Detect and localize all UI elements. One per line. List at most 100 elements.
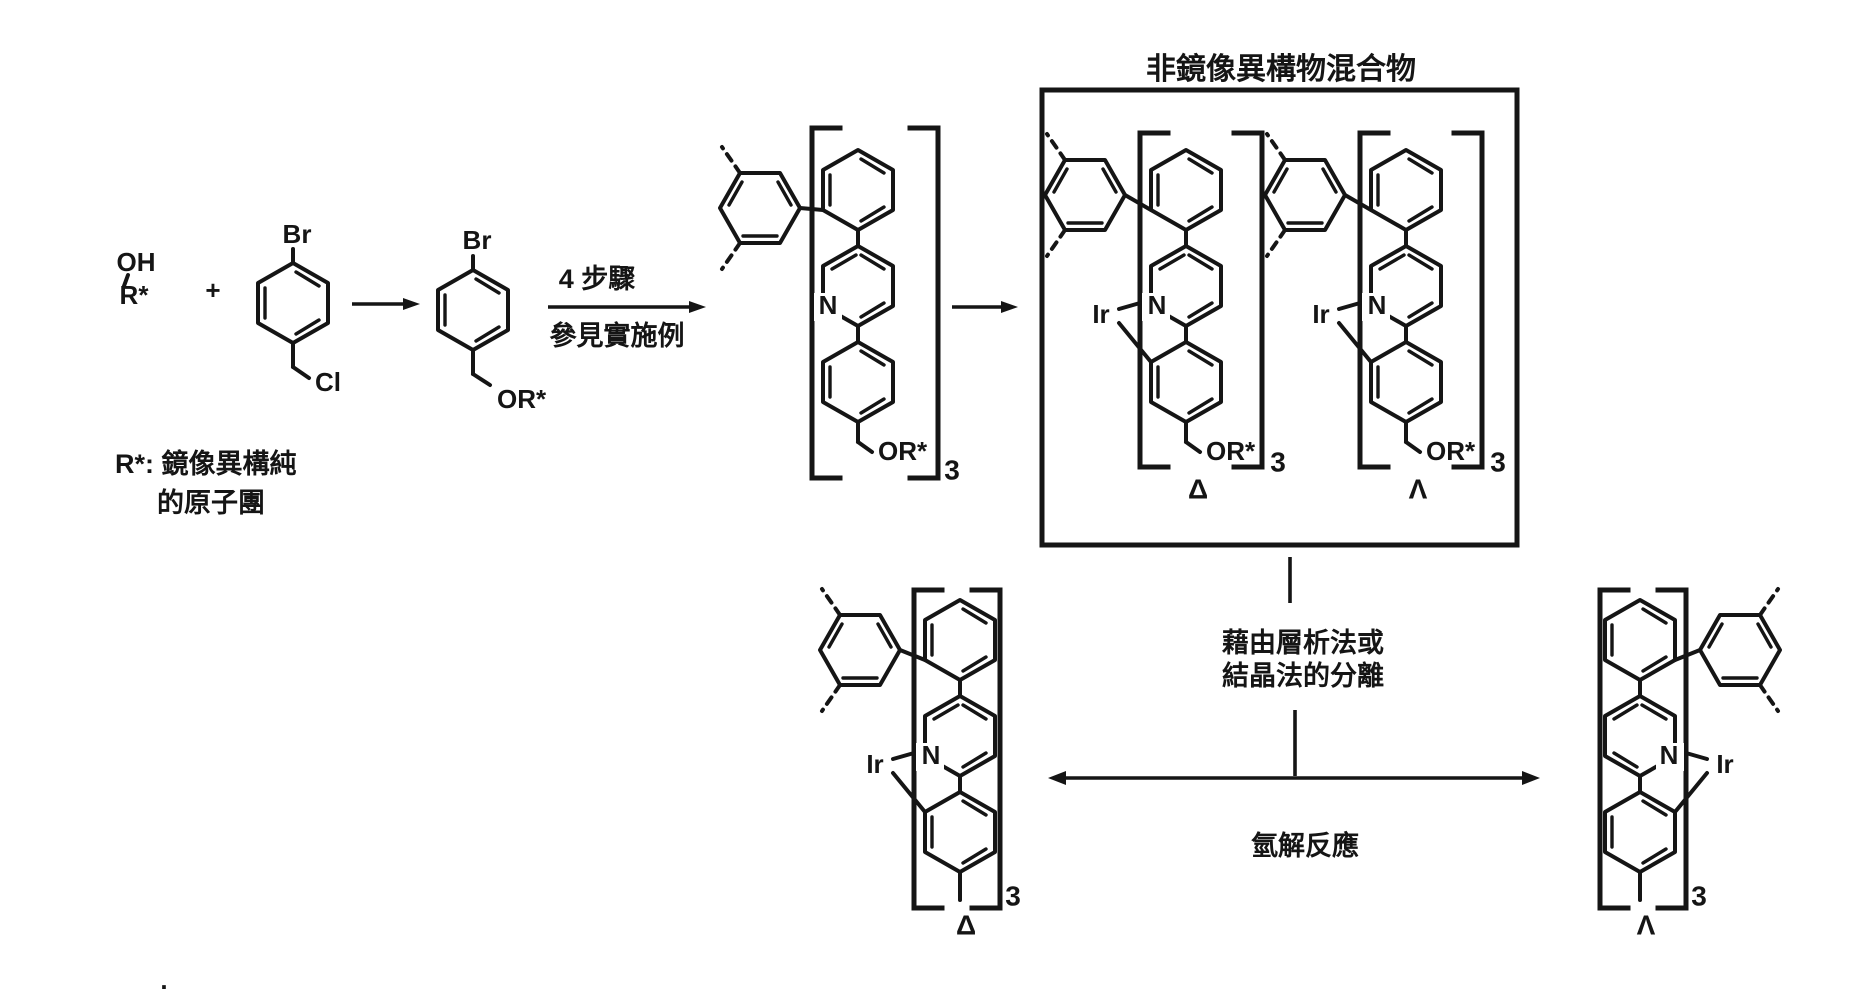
box-title: 非鏡像異構物混合物 [1146,52,1416,86]
nitrogen-label: N [1660,740,1679,770]
count-label: 3 [1691,880,1707,911]
legend-line1: R*: 鏡像異構純 [115,448,297,479]
diastereomer-box: 非鏡像異構物混合物 N Ir OR* 3 Δ [1039,52,1520,548]
bracket-left [809,125,843,481]
intermediate-bromobenzyl-ether: Br OR* [436,225,547,414]
bond [122,273,130,288]
lambda-label: Λ [1409,473,1428,504]
nitrogen-label: N [1368,290,1387,320]
bracket-right [1231,130,1265,470]
cl-label: Cl [315,367,341,397]
benzene-ring [821,148,895,232]
benzene-ring [1149,148,1223,232]
ir-n-bond [1684,751,1709,761]
arrowhead-right-icon [689,301,706,313]
reaction-arrow-steps: 4 步驟 參見實施例 [548,264,706,351]
legend-line2: 的原子團 [157,487,265,518]
iridium-label: Ir [1312,299,1329,329]
bracket-right [1451,130,1485,470]
dashed-phenyl-ring [1698,587,1782,713]
oh-label: OH [117,247,156,277]
arrowhead-right-icon [1001,301,1018,313]
bracket-right [907,125,941,481]
arrowhead-left-icon [1048,771,1066,785]
period-mark: . [160,965,167,993]
benzene-ring [1603,598,1677,682]
bond-to-or [856,440,874,454]
count-label: 3 [1270,446,1286,477]
product-lambda-complex: N Ir 3 Λ [1597,587,1782,940]
benzene-ring [1369,148,1443,232]
bond-to-or [471,372,492,387]
box-frame [1039,87,1520,548]
split-arrow [1048,771,1540,785]
or-star-label: OR* [1426,436,1476,466]
benzene-ring [256,261,330,345]
count-label: 3 [1490,446,1506,477]
iridium-label: Ir [866,749,883,779]
ligand-complex: N OR* 3 [718,125,960,485]
bracket-left [1357,130,1391,470]
count-label: 3 [944,454,960,485]
ir-n-bond [1337,301,1362,311]
dashed-phenyl-ring [1263,132,1347,258]
separation-line1: 藉由層析法或 [1222,628,1384,658]
bracket-left [1137,130,1171,470]
benzene-ring [923,790,997,874]
lambda-label: Λ [1637,909,1656,940]
count-label: 3 [1005,880,1021,911]
separation-step: 藉由層析法或 結晶法的分離 [1222,557,1384,776]
or-star-label: OR* [1206,436,1256,466]
separation-line2: 結晶法的分離 [1222,660,1384,691]
ir-c-bond [1337,321,1373,364]
nitrogen-label: N [1148,290,1167,320]
or-star-label: OR* [497,384,547,414]
arrowhead-right-icon [403,298,420,310]
benzene-ring [821,340,895,424]
steps-annotation-bottom: 參見實施例 [550,320,685,351]
bracket-left [1597,587,1631,911]
dashed-phenyl-ring [1043,132,1127,258]
iridium-label: Ir [1716,749,1733,779]
box-lambda-complex: N Ir OR* 3 Λ [1263,130,1506,504]
legend: R*: 鏡像異構純 的原子團 [115,448,297,518]
plus-sign: + [205,275,220,305]
dashed-phenyl-ring [718,145,802,271]
bond-to-cl [291,365,311,380]
hydrogenolysis-label: 氫解反應 [1251,830,1359,861]
nitrogen-label: N [819,290,838,320]
product-delta-complex: N Ir 3 Δ [818,587,1021,940]
benzene-ring [436,268,510,352]
delta-label: Δ [956,909,976,940]
ir-n-bond [1117,301,1142,311]
ir-c-bond [1673,771,1709,814]
iridium-label: Ir [1092,299,1109,329]
box-delta-complex: N Ir OR* 3 Δ [1043,130,1286,504]
benzene-ring [1369,340,1443,424]
bracket-right [1655,587,1689,911]
or-star-label: OR* [878,436,928,466]
reactant-alcohol: OH R* [117,247,156,310]
bond-to-or [1184,440,1202,454]
dashed-phenyl-ring [818,587,902,713]
benzene-ring [1149,340,1223,424]
steps-annotation-top: 4 步驟 [559,264,637,294]
ir-c-bond [891,771,927,814]
bracket-right [969,587,1003,911]
arrowhead-right-icon [1522,771,1540,785]
bond-to-or [1404,440,1422,454]
reactant-bromobenzyl-chloride: Br Cl [256,219,341,397]
ir-c-bond [1117,321,1153,364]
bracket-left [911,587,945,911]
reaction-arrow-1 [352,298,420,310]
reaction-arrow-3 [952,301,1018,313]
br-label: Br [283,219,312,249]
benzene-ring [923,598,997,682]
delta-label: Δ [1188,473,1208,504]
benzene-ring [1603,790,1677,874]
r-star-label: R* [120,280,150,310]
nitrogen-label: N [922,740,941,770]
br-label: Br [463,225,492,255]
